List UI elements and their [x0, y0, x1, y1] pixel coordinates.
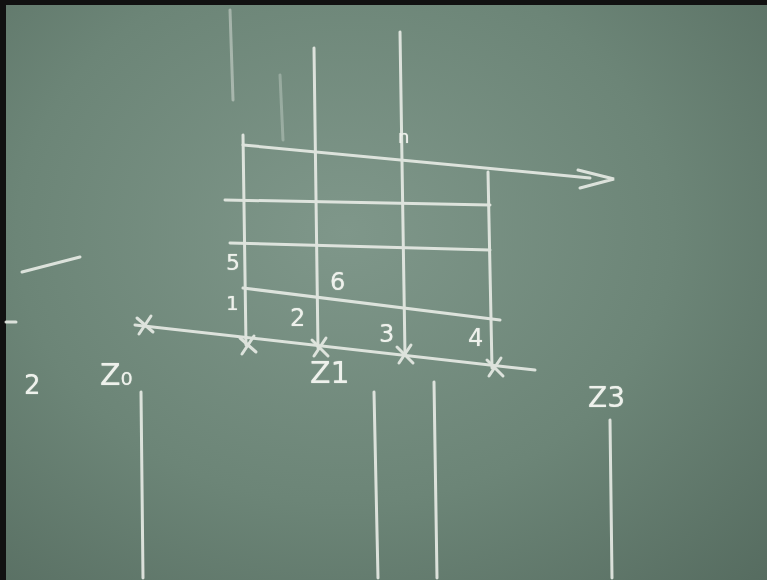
chalk-label: 4: [468, 326, 483, 350]
chalk-label: 5: [226, 252, 240, 274]
chalk-label: 2: [290, 306, 305, 330]
frame-edge: [0, 0, 767, 5]
chalk-label: 6: [330, 270, 345, 294]
chalk-label: 1: [226, 293, 239, 313]
grid-lines: [6, 10, 614, 578]
chalk-label: n: [398, 128, 409, 146]
chalk-label: 2: [24, 372, 41, 398]
frame-edge: [0, 0, 6, 580]
chalk-label: Z3: [588, 384, 625, 412]
chalk-label: Z₀: [100, 360, 133, 390]
chalk-label: 3: [379, 322, 394, 346]
chalk-label: Z1: [310, 358, 350, 388]
